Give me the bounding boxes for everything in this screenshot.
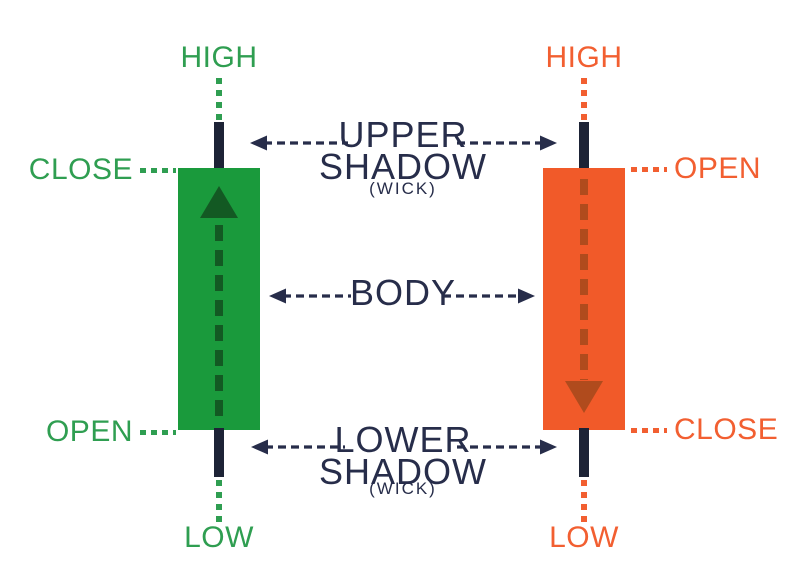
lower-shadow-left-arrow: [251, 439, 345, 455]
bearish-candle-body: [543, 168, 625, 430]
bearish-close-dotted-leader: [631, 427, 667, 433]
bullish-candle-body: [178, 168, 260, 430]
bullish-close-dotted-leader: [140, 167, 176, 173]
right-arrowhead-icon: [518, 288, 535, 304]
down-arrowhead-icon: [565, 381, 603, 413]
bullish-low-dotted-connector: [216, 480, 222, 522]
bearish-low-label: LOW: [549, 521, 619, 554]
bearish-open-row: OPEN: [631, 154, 761, 184]
left-arrowhead-icon: [250, 135, 267, 151]
bullish-close-row: CLOSE: [29, 155, 176, 185]
right-arrowhead-icon: [540, 439, 557, 455]
bullish-open-row: OPEN: [46, 417, 176, 447]
bullish-upper-wick: [214, 122, 224, 170]
body-left-arrow: [269, 288, 351, 304]
lower-shadow-label-line1: LOWER: [334, 419, 472, 460]
left-arrowhead-icon: [251, 439, 268, 455]
bullish-open-dotted-leader: [140, 429, 176, 435]
left-arrowhead-icon: [269, 288, 286, 304]
bullish-high-label: HIGH: [180, 41, 258, 74]
bullish-close-label: CLOSE: [28, 153, 133, 186]
right-arrowhead-icon: [540, 135, 557, 151]
lower-shadow-label-line2: SHADOW: [319, 451, 487, 492]
bullish-direction-arrow: [200, 186, 238, 416]
bearish-open-label: OPEN: [674, 152, 762, 185]
body-label: BODY: [349, 272, 457, 313]
up-arrowhead-icon: [200, 186, 238, 218]
bearish-high-dotted-connector: [581, 78, 587, 122]
bullish-high-dotted-connector: [216, 78, 222, 122]
bearish-upper-wick: [579, 122, 589, 170]
body-right-arrow: [443, 288, 535, 304]
upper-shadow-wick-sublabel: (WICK): [369, 179, 437, 198]
upper-shadow-right-arrow: [457, 135, 557, 151]
lower-shadow-right-arrow: [457, 439, 557, 455]
bullish-low-label: LOW: [184, 521, 254, 554]
bullish-lower-wick: [214, 428, 224, 477]
lower-shadow-wick-sublabel: (WICK): [369, 479, 437, 498]
bullish-open-label: OPEN: [45, 415, 133, 448]
bearish-open-dotted-leader: [631, 166, 667, 172]
bearish-lower-wick: [579, 428, 589, 477]
bearish-direction-arrow: [565, 179, 603, 413]
bearish-high-label: HIGH: [545, 41, 623, 74]
upper-shadow-label-line1: UPPER: [338, 114, 468, 155]
bearish-low-dotted-connector: [581, 480, 587, 522]
upper-shadow-label-line2: SHADOW: [319, 146, 487, 187]
bearish-close-label: CLOSE: [674, 413, 779, 446]
bearish-close-row: CLOSE: [631, 415, 778, 445]
upper-shadow-left-arrow: [250, 135, 348, 151]
